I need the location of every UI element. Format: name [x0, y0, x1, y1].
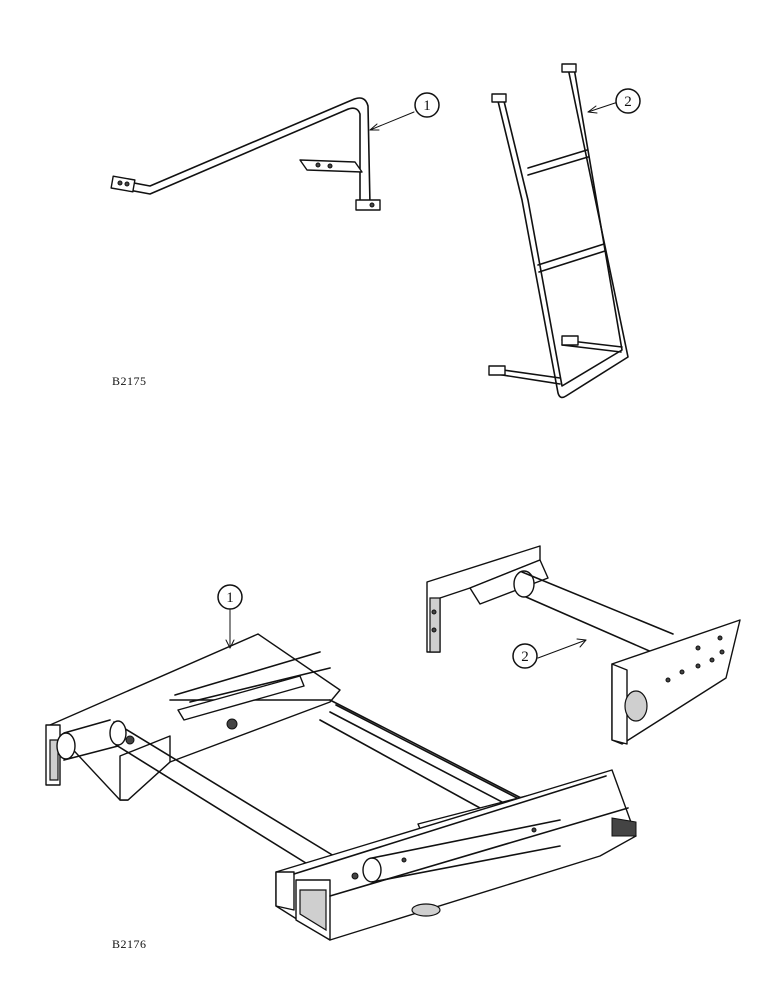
callout-number: 2	[624, 94, 632, 110]
callout-1-fig2: 1	[217, 584, 243, 610]
figure-b2176: 1 2	[45, 545, 741, 941]
callout-number: 1	[423, 98, 431, 114]
callout-number: 2	[521, 649, 529, 665]
handrail-part	[110, 97, 415, 211]
callout-number: 1	[226, 590, 234, 606]
figure-label-b2175: B2175	[112, 374, 147, 388]
figure-label-b2176: B2176	[112, 937, 147, 951]
callout-2-fig1: 2	[615, 88, 641, 114]
callout-1-fig1: 1	[414, 92, 440, 118]
callout-2-fig2: 2	[512, 643, 538, 669]
figure-b2175: 1 2	[110, 63, 641, 399]
support-bracket-part	[426, 545, 741, 745]
ladder-part	[488, 63, 629, 399]
platform-frame-part	[45, 609, 637, 941]
